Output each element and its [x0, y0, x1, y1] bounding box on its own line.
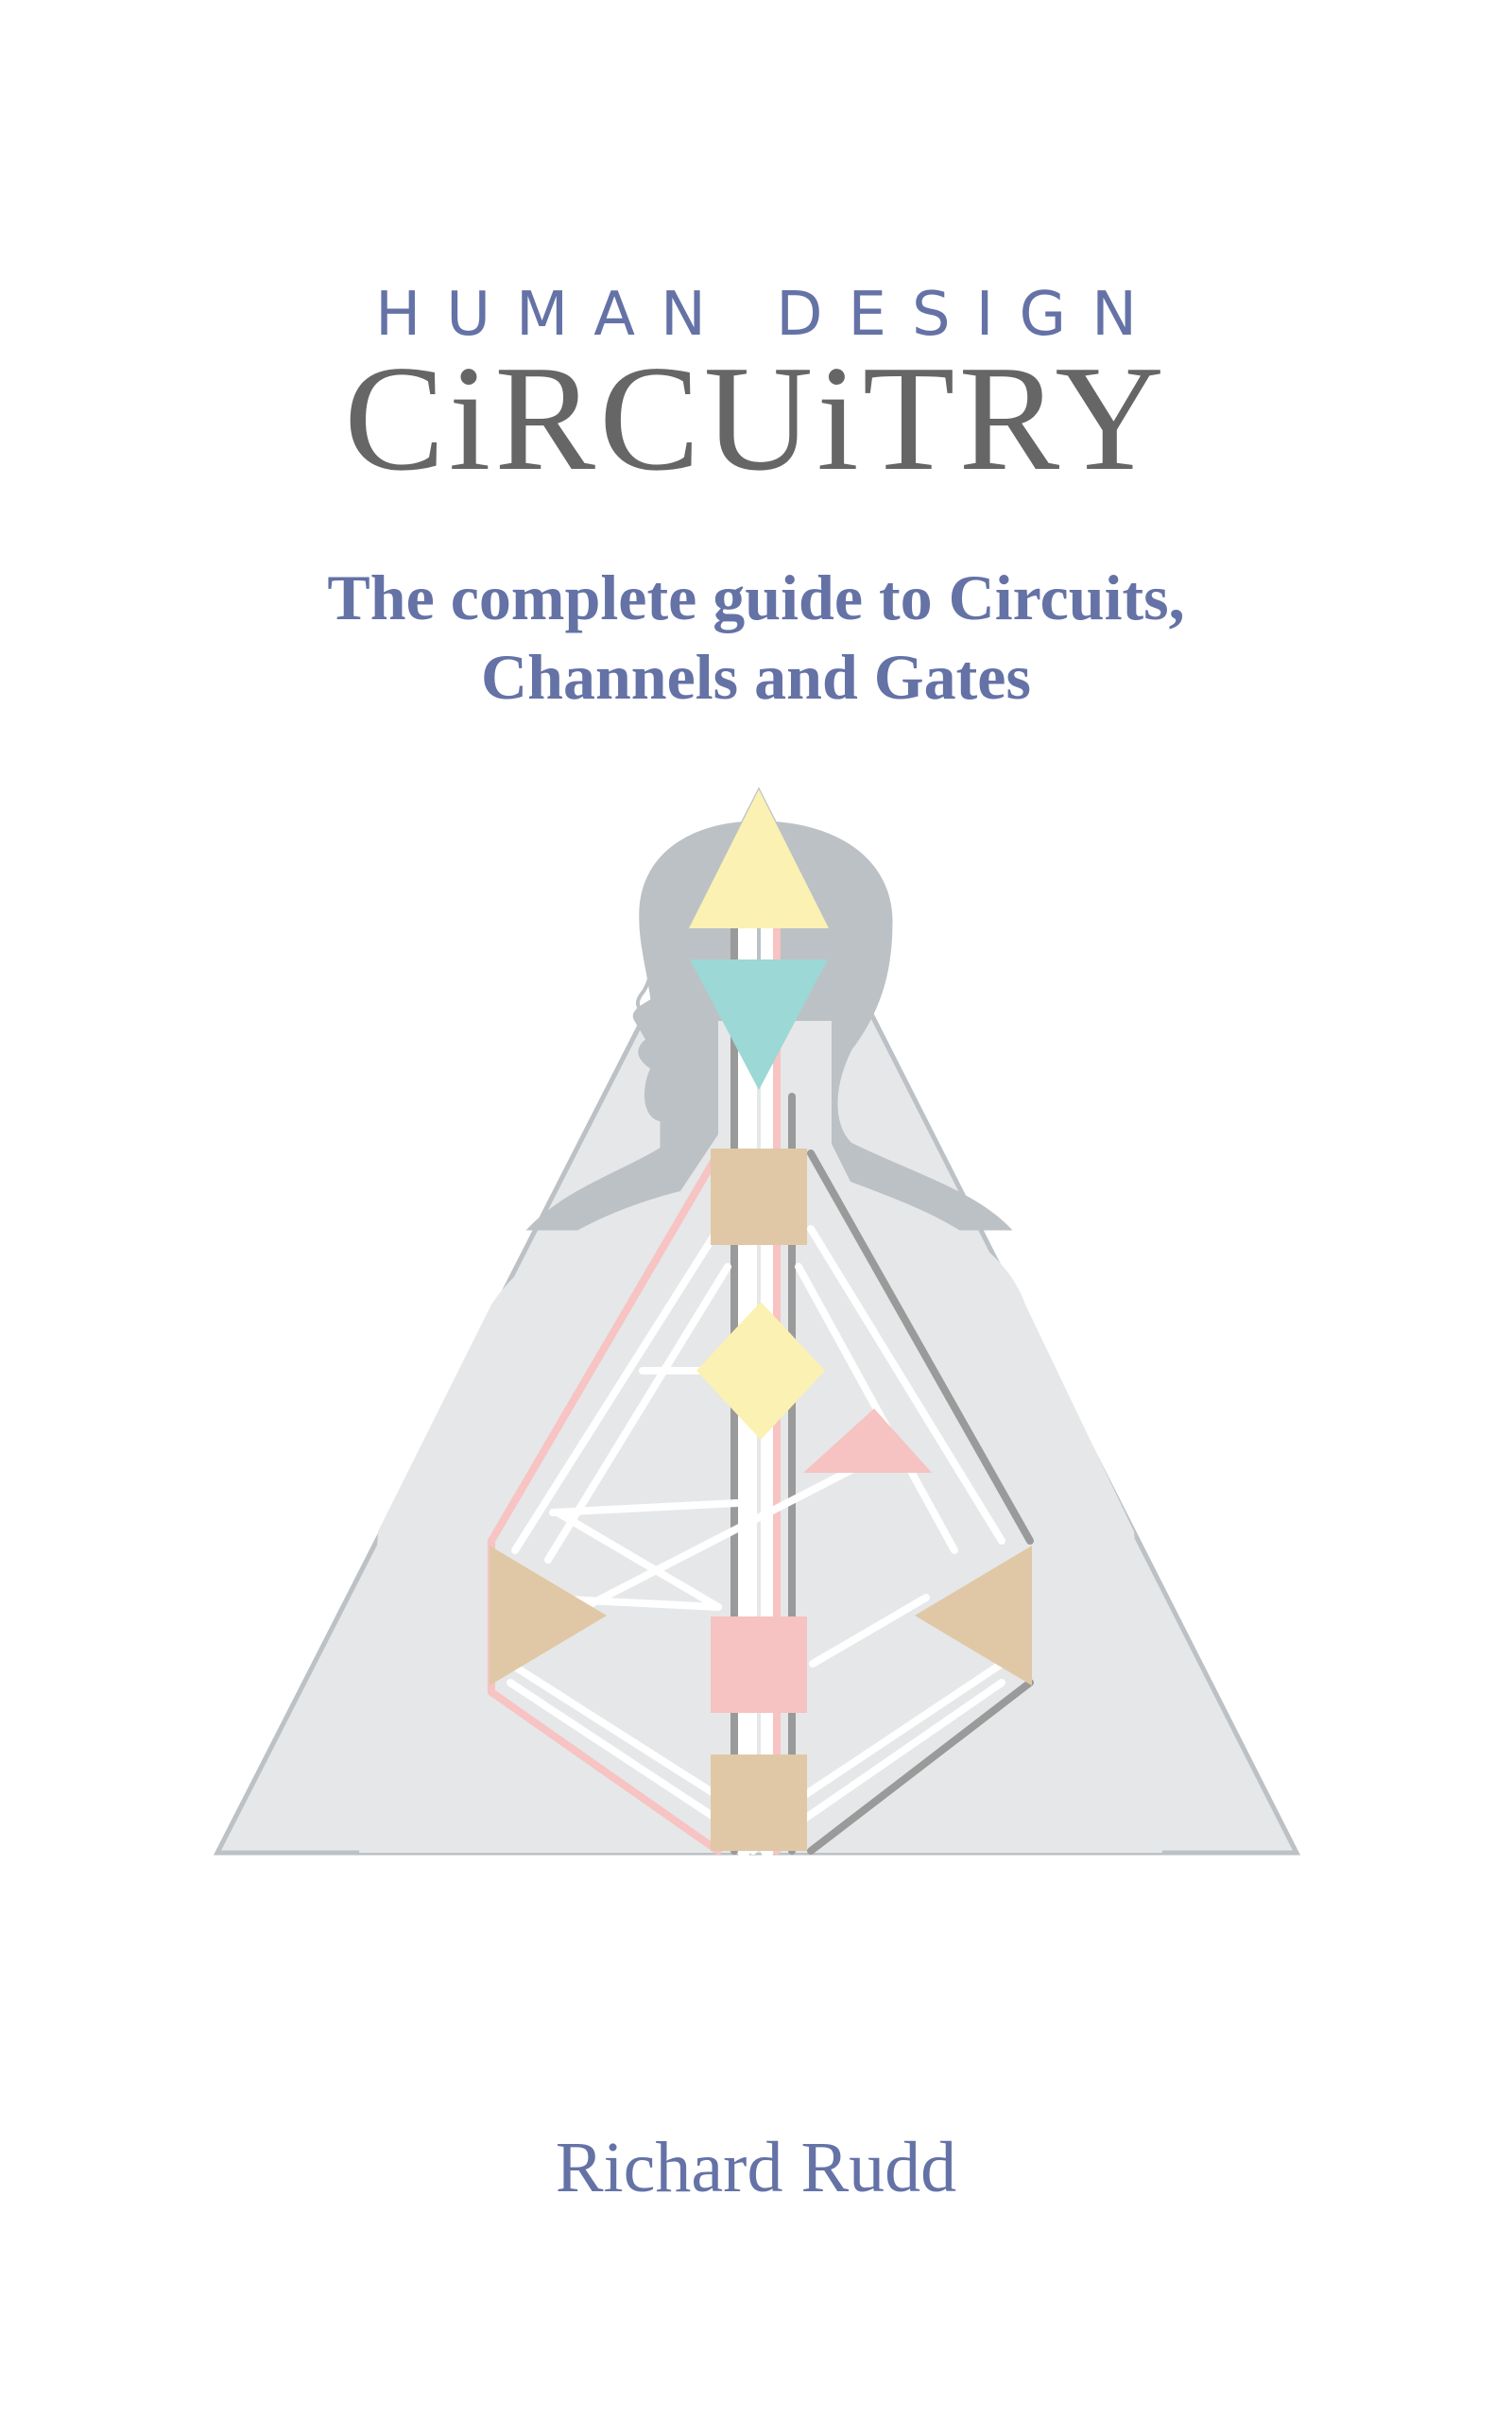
- book-subtitle: The complete guide to Circuits, Channels…: [0, 558, 1512, 717]
- series-title: HUMAN DESIGN: [375, 280, 1162, 350]
- solar-plexus-center: [915, 1546, 1032, 1685]
- head-center: [689, 789, 829, 928]
- face-profile: [635, 944, 675, 1108]
- g-center: [696, 1302, 825, 1440]
- subtitle-line-1: The complete guide to Circuits,: [327, 562, 1185, 633]
- sacral-center: [711, 1616, 807, 1713]
- book-title: CiRCUiTRY: [344, 334, 1168, 502]
- subtitle-line-2: Channels and Gates: [481, 641, 1031, 713]
- throat-center: [711, 1149, 807, 1245]
- heart-center: [803, 1409, 932, 1473]
- author-name: Richard Rudd: [555, 2128, 957, 2207]
- spleen-center: [490, 1546, 607, 1685]
- root-center: [711, 1754, 807, 1851]
- ajna-center: [690, 959, 828, 1090]
